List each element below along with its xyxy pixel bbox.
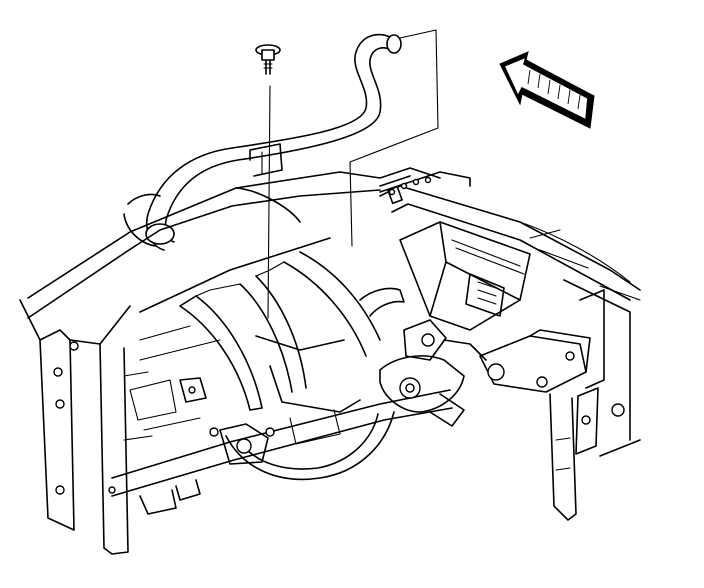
bolt-fastener	[255, 44, 281, 75]
callout-leader-lines	[267, 29, 439, 319]
right-support-bracket	[479, 279, 641, 521]
dash-panel	[27, 167, 441, 319]
heater-core-housing	[399, 221, 531, 331]
a-pillar-cowl	[19, 299, 153, 555]
dash-right-edge	[519, 221, 641, 301]
steering-support-bracket	[179, 251, 395, 481]
lower-cross-beam	[111, 389, 453, 515]
floor-pan	[129, 325, 221, 431]
hose-clip-bracket	[249, 143, 283, 177]
heater-hose	[123, 33, 402, 251]
instrument-panel-frame	[379, 171, 641, 301]
direction-arrow-icon	[499, 51, 595, 129]
steering-column	[359, 287, 487, 427]
